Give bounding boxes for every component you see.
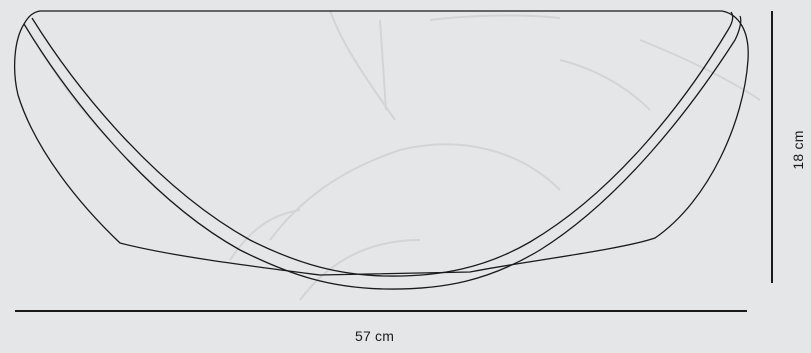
height-label: 18 cm (790, 130, 806, 170)
bowl-sling-inner (31, 11, 734, 277)
background-sketch (39, 9, 761, 301)
bowl-outer-body (14, 10, 749, 276)
width-label: 57 cm (355, 328, 395, 344)
bowl-sling-outer (23, 15, 742, 290)
